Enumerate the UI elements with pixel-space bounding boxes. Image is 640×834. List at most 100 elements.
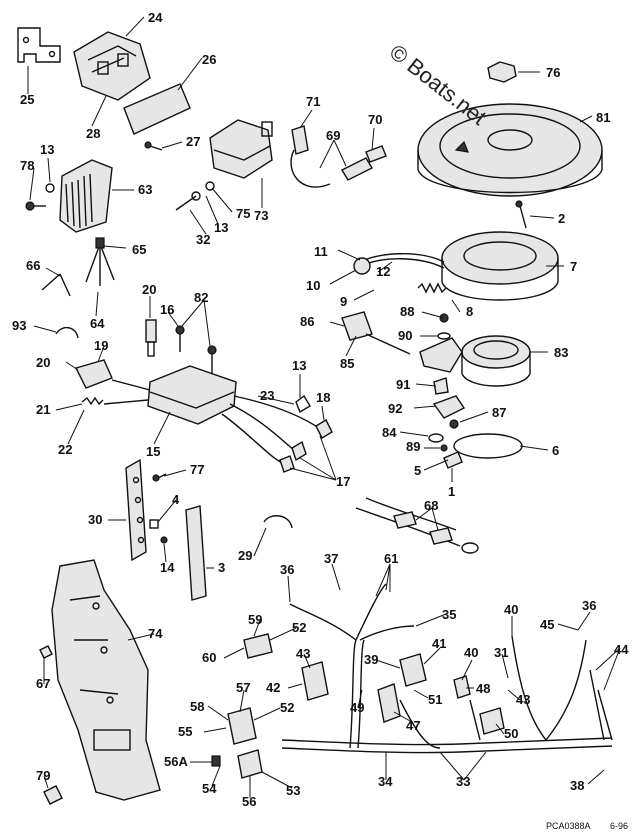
ignition-coil	[209, 119, 273, 179]
callout: 64	[90, 316, 105, 331]
callout: 84	[382, 425, 397, 440]
callout: 55	[178, 724, 192, 739]
callout: 19	[94, 338, 108, 353]
watermark: © Boats.net	[385, 39, 491, 130]
callout: 65	[132, 242, 146, 257]
mounting-bracket	[17, 27, 61, 63]
callout: 70	[368, 112, 382, 127]
callout: 3	[218, 560, 225, 575]
callout-labels: 24 25 26 28 27 71 69 70 76 81 13 78 63 7…	[12, 10, 629, 809]
callout: 52	[280, 700, 294, 715]
callout: 85	[340, 356, 354, 371]
connector-19	[74, 359, 151, 391]
callout: 40	[504, 602, 518, 617]
callout: 38	[570, 778, 584, 793]
callout: 88	[400, 304, 414, 319]
callout: 1	[448, 484, 455, 499]
power-pack	[147, 365, 237, 425]
callout: 77	[190, 462, 204, 477]
callout: 53	[286, 783, 300, 798]
timer-base	[419, 335, 531, 387]
callout: 34	[378, 774, 393, 789]
callout: 33	[456, 774, 470, 789]
retaining-clip	[443, 433, 523, 469]
callout: 92	[388, 401, 402, 416]
rectifier-leads	[41, 237, 115, 297]
callout: 6	[552, 443, 559, 458]
callout: 21	[36, 402, 50, 417]
clamp-29	[263, 515, 293, 529]
callout: 13	[292, 358, 306, 373]
module-housing	[73, 31, 151, 101]
callout: 26	[202, 52, 216, 67]
callout: 35	[442, 607, 456, 622]
callout: 57	[236, 680, 250, 695]
temp-sensor	[145, 319, 217, 374]
screw-78	[25, 183, 55, 211]
callout: 67	[36, 676, 50, 691]
callout: 36	[582, 598, 596, 613]
clip-93	[55, 327, 79, 339]
callout: 27	[186, 134, 200, 149]
bolt-2	[515, 200, 527, 229]
callout: 48	[476, 681, 490, 696]
callout: 91	[396, 377, 410, 392]
callout: 42	[266, 680, 280, 695]
callout: 81	[596, 110, 610, 125]
cable-tie	[185, 505, 207, 601]
leader-lines	[27, 16, 621, 798]
screw-27	[144, 141, 163, 151]
callout: 93	[12, 318, 26, 333]
callout: 14	[160, 560, 175, 575]
callout: 40	[464, 645, 478, 660]
terminal-strip	[125, 458, 147, 562]
callout: 9	[340, 294, 347, 309]
callout: 63	[138, 182, 152, 197]
callout: 60	[202, 650, 216, 665]
callout: 17	[336, 474, 350, 489]
callout: 23	[260, 388, 274, 403]
rectifier	[59, 159, 113, 233]
callout: 12	[376, 264, 390, 279]
callout: 43	[516, 692, 530, 707]
callout: 82	[194, 290, 208, 305]
callout: 30	[88, 512, 102, 527]
callout: 13	[214, 220, 228, 235]
callout: 61	[384, 551, 398, 566]
callout: 52	[292, 620, 306, 635]
spark-plug-wires	[355, 497, 479, 554]
callout: 44	[614, 642, 629, 657]
diagram-date: 6-96	[610, 821, 628, 831]
callout: 22	[58, 442, 72, 457]
cover-plate	[123, 83, 191, 135]
callout: 18	[316, 390, 330, 405]
timer-connector	[341, 311, 411, 355]
diagram-code: PCA0388A	[546, 821, 591, 831]
callout: 20	[36, 355, 50, 370]
callout: 28	[86, 126, 100, 141]
callout: 11	[314, 244, 328, 259]
callout: 79	[36, 768, 50, 783]
screw-32	[175, 181, 215, 211]
spark-plug-boots	[290, 125, 387, 188]
callout: 45	[540, 617, 554, 632]
callout: 36	[280, 562, 294, 577]
spring-8	[417, 282, 447, 294]
callout: 76	[546, 65, 560, 80]
timer-hardware	[428, 313, 466, 452]
flywheel-nut	[487, 61, 517, 83]
callout: 83	[554, 345, 568, 360]
callout: 58	[190, 699, 204, 714]
callout: 25	[20, 92, 34, 107]
callout: 43	[296, 646, 310, 661]
main-wiring-harness	[281, 583, 613, 754]
callout: 41	[432, 636, 446, 651]
mounting-plate	[51, 559, 161, 801]
callout: 89	[406, 439, 420, 454]
callout: 8	[466, 304, 473, 319]
callout: 86	[300, 314, 314, 329]
callout: 10	[306, 278, 320, 293]
callout: 56	[242, 794, 256, 809]
callout: 15	[146, 444, 160, 459]
callout: 7	[570, 259, 577, 274]
